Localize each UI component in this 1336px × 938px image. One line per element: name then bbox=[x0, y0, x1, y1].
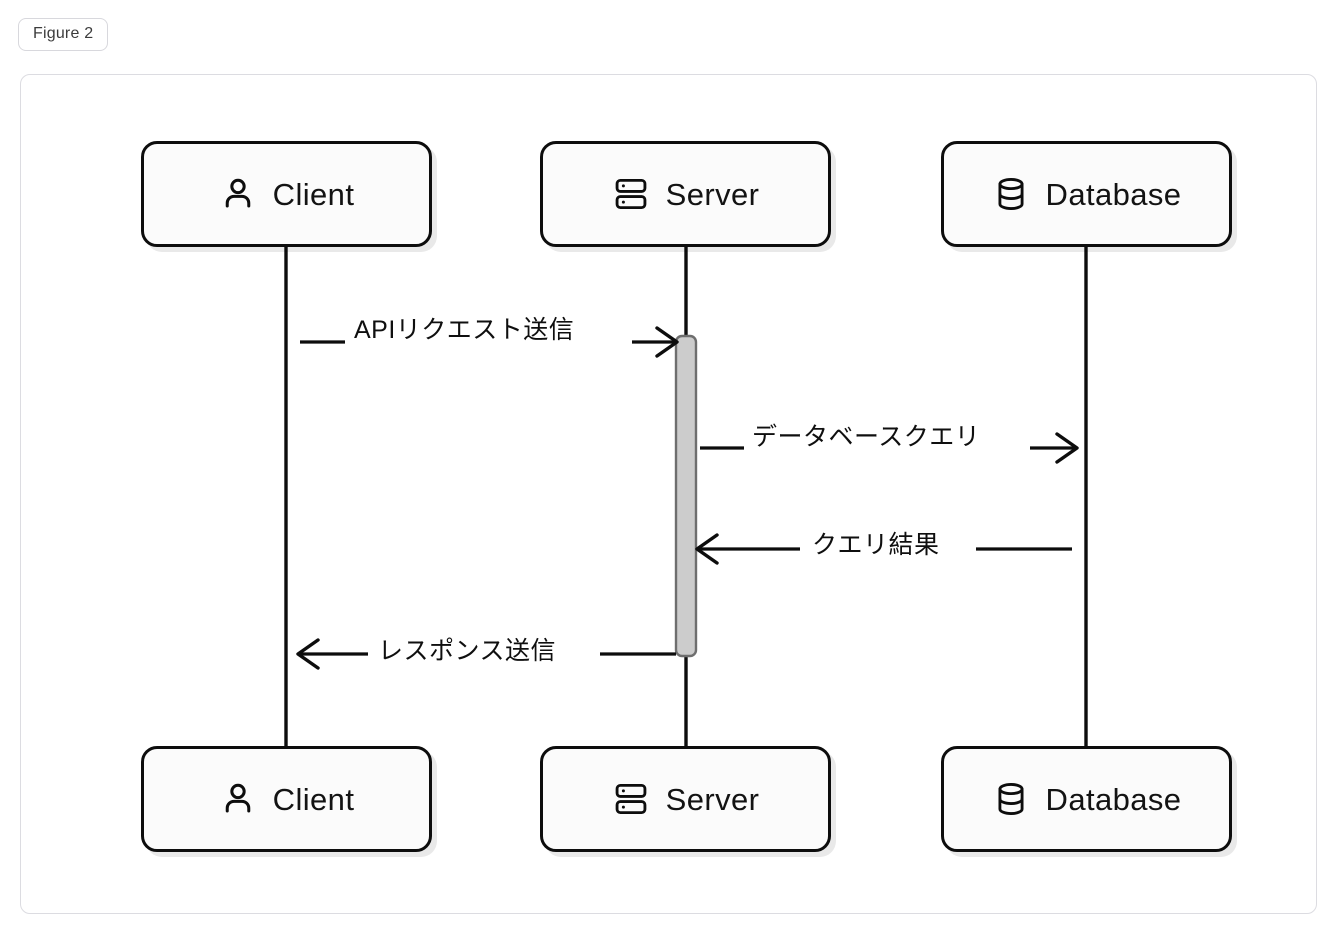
participant-database-top[interactable]: Database bbox=[941, 141, 1232, 247]
participant-label: Server bbox=[665, 176, 760, 212]
figure-tab[interactable]: Figure 2 bbox=[18, 18, 109, 51]
message-label-query-result: クエリ結果 bbox=[812, 531, 940, 559]
participant-client-top[interactable]: Client bbox=[141, 141, 432, 247]
participant-label: Database bbox=[1045, 781, 1182, 817]
person-icon bbox=[219, 175, 257, 213]
server-icon bbox=[612, 175, 650, 213]
participant-server-top[interactable]: Server bbox=[540, 141, 831, 247]
participant-label: Server bbox=[665, 781, 760, 817]
message-label-database-query: データベースクエリ bbox=[752, 423, 981, 451]
person-icon bbox=[219, 780, 257, 818]
message-label-response: レスポンス送信 bbox=[378, 637, 557, 665]
participant-client-bottom[interactable]: Client bbox=[141, 746, 432, 852]
database-icon bbox=[992, 175, 1030, 213]
participant-database-bottom[interactable]: Database bbox=[941, 746, 1232, 852]
participant-label: Database bbox=[1045, 176, 1182, 212]
participant-label: Client bbox=[272, 176, 355, 212]
server-icon bbox=[612, 780, 650, 818]
database-icon bbox=[992, 780, 1030, 818]
participant-server-bottom[interactable]: Server bbox=[540, 746, 831, 852]
message-label-api-request: APIリクエスト送信 bbox=[354, 316, 575, 344]
participant-label: Client bbox=[272, 781, 355, 817]
